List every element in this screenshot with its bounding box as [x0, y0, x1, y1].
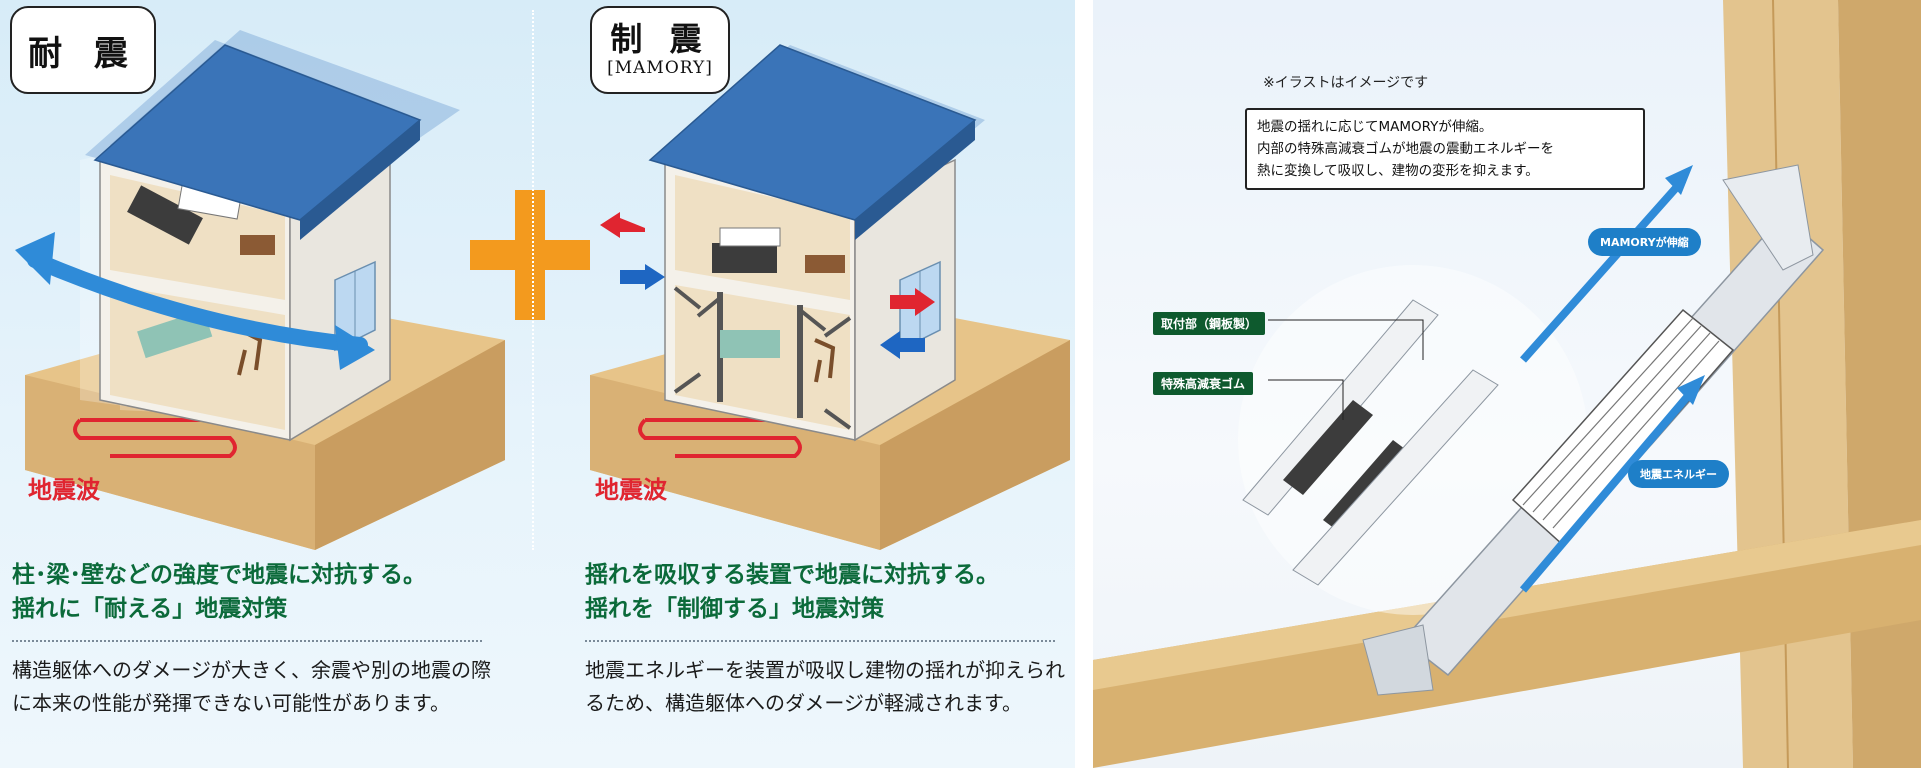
bottom-bracket: [1362, 624, 1434, 696]
seishin-rule: [585, 640, 1055, 642]
seishin-body: 地震エネルギーを装置が吸収し建物の揺れが抑えられるため、構造躯体へのダメージが軽…: [585, 658, 1065, 715]
exploded-parts-icon: [1242, 299, 1499, 586]
chair-icon: [814, 338, 836, 383]
mamory-detail-panel: ※イラストはイメージです 地震の揺れに応じてMAMORYが伸縮。 内部の特殊高減…: [1093, 0, 1921, 768]
mount-plate-icon: [1242, 299, 1439, 516]
image-note: ※イラストはイメージです: [1263, 75, 1429, 91]
seishin-title-box: 制 震 [MAMORY]: [590, 6, 730, 94]
comparison-panel: 耐 震 制 震 [MAMORY] 地震波 地震波 柱･梁･壁などの強度で地震に対…: [0, 0, 1075, 768]
damper-brace-icon: [673, 286, 852, 430]
mount-label: 取付部（鋼板製）: [1153, 312, 1266, 335]
energy-arrow-icon: [1519, 387, 1697, 593]
sofa-icon: [720, 330, 780, 358]
tipped-bed-icon: [127, 185, 203, 245]
stretch-arrow-icon: [1520, 177, 1686, 363]
plus-icon: [470, 190, 590, 320]
table-icon: [805, 255, 845, 273]
seishin-subtitle: [MAMORY]: [607, 57, 713, 78]
shake-double-arrow-icon: [27, 252, 368, 353]
mamory-callout: 地震の揺れに応じてMAMORYが伸縮。 内部の特殊高減衰ゴムが地震の震動エネルギ…: [1245, 108, 1645, 190]
seishin-house-illustration: [590, 44, 1070, 550]
energy-label: 地震エネルギー: [1628, 460, 1729, 488]
right-red-arrow-icon: [890, 288, 935, 316]
bed-icon: [712, 243, 777, 273]
right-blue-arrow-icon: [620, 264, 665, 290]
taishin-rule: [12, 640, 482, 642]
table-icon: [240, 235, 275, 255]
taishin-house-illustration: [15, 30, 505, 550]
house-comparison-illustration: [15, 30, 1070, 550]
seishin-headline: 揺れを吸収する装置で地震に対抗する。 揺れを「制御する」地震対策: [585, 562, 999, 622]
rubber-block-icon: [1283, 400, 1373, 495]
mamory-damper-icon: [1362, 164, 1825, 696]
seishin-title: 制 震: [610, 20, 710, 59]
wooden-beam: [1093, 520, 1921, 768]
taishin-title: 耐 震: [28, 33, 138, 74]
seishin-wave-label: 地震波: [595, 476, 667, 504]
wooden-post: [1723, 0, 1853, 768]
rubber-label: 特殊高減衰ゴム: [1153, 372, 1254, 395]
taishin-body: 構造躯体へのダメージが大きく、余震や別の地震の際に本来の性能が発揮できない可能性…: [12, 658, 491, 715]
taishin-title-box: 耐 震: [10, 6, 156, 94]
taishin-wave-label: 地震波: [28, 476, 100, 504]
taishin-headline: 柱･梁･壁などの強度で地震に対抗する。 揺れに「耐える」地震対策: [12, 562, 426, 622]
left-red-arrow-icon: [600, 212, 645, 238]
left-blue-arrow-icon: [880, 331, 925, 359]
stretch-label: MAMORYが伸縮: [1588, 228, 1701, 256]
section-divider: [532, 10, 534, 550]
mamory-damper-illustration: [1093, 0, 1921, 768]
